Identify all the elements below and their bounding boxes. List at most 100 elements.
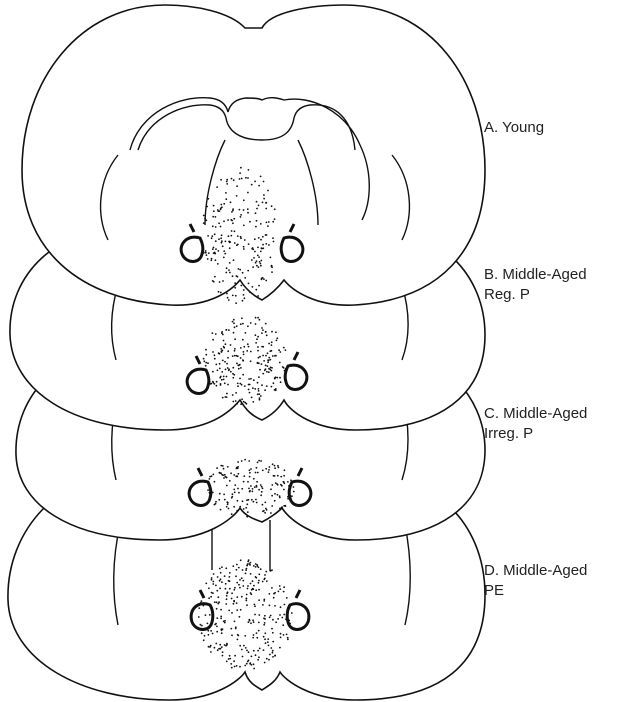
stipple-dot xyxy=(268,221,270,223)
stipple-dot xyxy=(229,655,231,657)
stipple-dot xyxy=(258,185,260,187)
stipple-dot xyxy=(264,615,266,617)
stipple-dot xyxy=(235,275,237,277)
stipple-dot xyxy=(220,465,222,467)
stipple-dot xyxy=(216,631,218,633)
stipple-dot xyxy=(259,369,261,371)
stipple-dot xyxy=(272,656,274,658)
stipple-dot xyxy=(221,379,223,381)
stipple-dot xyxy=(276,483,278,485)
stipple-dot xyxy=(221,234,223,236)
stipple-dot xyxy=(258,393,260,395)
stipple-dot xyxy=(278,349,280,351)
stipple-dot xyxy=(217,263,219,265)
stipple-dot xyxy=(255,472,257,474)
stipple-dot xyxy=(223,257,225,259)
stipple-dot xyxy=(256,220,258,222)
stipple-dot xyxy=(223,494,225,496)
stipple-dot xyxy=(262,488,264,490)
stipple-dot xyxy=(262,202,264,204)
stipple-dot xyxy=(240,237,242,239)
stipple-dot xyxy=(256,637,258,639)
stipple-dot xyxy=(243,248,245,250)
stipple-dot xyxy=(286,634,288,636)
stipple-dot xyxy=(245,177,247,179)
stipple-dot xyxy=(208,646,210,648)
stipple-dot xyxy=(211,592,213,594)
stipple-dot xyxy=(236,665,238,667)
stipple-dot xyxy=(219,580,221,582)
stipple-dot xyxy=(234,355,236,357)
stipple-dot xyxy=(260,239,262,241)
stipple-dot xyxy=(240,609,242,611)
stipple-dot xyxy=(207,489,209,491)
stipple-dot xyxy=(285,368,287,370)
stipple-dot xyxy=(265,243,267,245)
stipple-dot xyxy=(234,338,236,340)
stipple-dot xyxy=(214,253,216,255)
stipple-dot xyxy=(230,628,232,630)
stipple-dot xyxy=(289,487,291,489)
stipple-dot xyxy=(280,633,282,635)
stipple-dot xyxy=(274,218,276,220)
stipple-dot xyxy=(212,633,214,635)
stipple-dot xyxy=(217,649,219,651)
stipple-dot xyxy=(225,198,227,200)
stipple-dot xyxy=(202,249,204,251)
stipple-dot xyxy=(229,242,231,244)
stipple-dot xyxy=(207,483,209,485)
stipple-dot xyxy=(249,476,251,478)
stipple-dot xyxy=(250,468,252,470)
stipple-dot xyxy=(261,346,263,348)
stipple-dot xyxy=(232,373,234,375)
stipple-dot xyxy=(216,467,218,469)
stipple-dot xyxy=(237,461,239,463)
stipple-dot xyxy=(215,259,217,261)
stipple-dot xyxy=(258,630,260,632)
stipple-dot xyxy=(283,591,285,593)
stipple-dot xyxy=(252,637,254,639)
stipple-dot xyxy=(235,392,237,394)
stipple-dot xyxy=(271,344,273,346)
stipple-dot xyxy=(214,383,216,385)
panel-label-a: A. Young xyxy=(484,118,544,138)
stipple-dot xyxy=(211,475,213,477)
stipple-dot xyxy=(242,500,244,502)
stipple-dot xyxy=(229,576,231,578)
stipple-dot xyxy=(213,205,215,207)
stipple-dot xyxy=(220,472,222,474)
stipple-dot xyxy=(236,476,238,478)
stipple-dot xyxy=(258,388,260,390)
stipple-dot xyxy=(238,473,240,475)
stipple-dot xyxy=(237,634,239,636)
stipple-dot xyxy=(212,371,214,373)
stipple-dot xyxy=(258,573,260,575)
stipple-dot xyxy=(264,512,266,514)
stipple-dot xyxy=(238,567,240,569)
stipple-dot xyxy=(274,500,276,502)
stipple-dot xyxy=(241,577,243,579)
stipple-dot xyxy=(229,272,231,274)
stipple-dot xyxy=(229,580,231,582)
stipple-dot xyxy=(216,617,218,619)
stipple-dot xyxy=(257,255,259,257)
stipple-dot xyxy=(291,495,293,497)
stipple-dot xyxy=(283,614,285,616)
stipple-dot xyxy=(270,647,272,649)
stipple-dot xyxy=(261,327,263,329)
stipple-dot xyxy=(239,383,241,385)
stipple-dot xyxy=(272,619,274,621)
stipple-dot xyxy=(268,371,270,373)
stipple-dot xyxy=(271,341,273,343)
stipple-dot xyxy=(253,478,255,480)
stipple-dot xyxy=(230,235,232,237)
stipple-dot xyxy=(219,588,221,590)
stipple-dot xyxy=(240,403,242,405)
stipple-dot xyxy=(204,218,206,220)
stipple-dot xyxy=(243,351,245,353)
stipple-dot xyxy=(246,350,248,352)
stipple-dot xyxy=(231,667,233,669)
stipple-dot xyxy=(253,650,255,652)
stipple-dot xyxy=(254,486,256,488)
stipple-dot xyxy=(252,247,254,249)
